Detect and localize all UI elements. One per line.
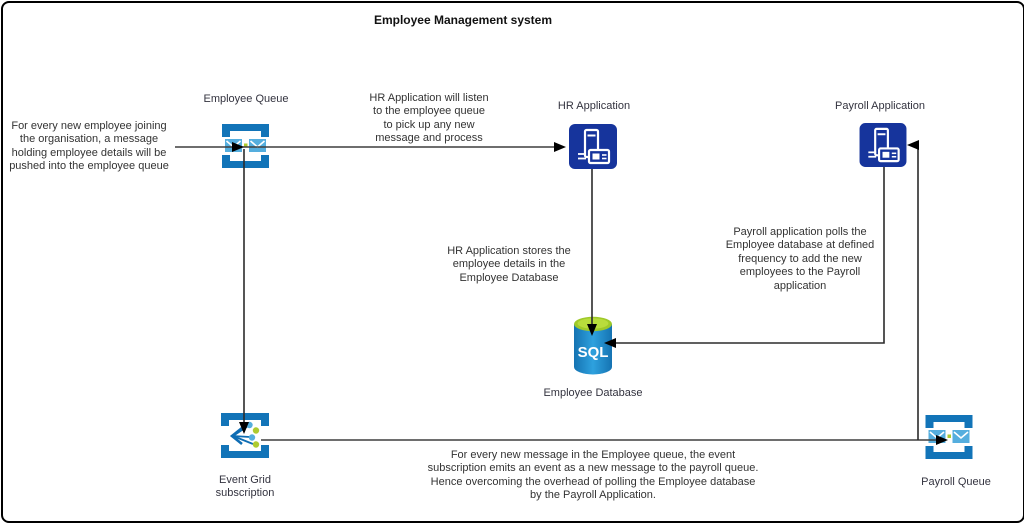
- diagram-title: Employee Management system: [373, 13, 553, 27]
- hr-application-label: HR Application: [557, 100, 631, 112]
- queue-icon: [222, 124, 269, 168]
- employee-database-label: Employee Database: [543, 387, 643, 399]
- application-icon: [569, 124, 617, 169]
- annotation-new-employee: For every new employee joining the organ…: [9, 120, 169, 173]
- annotation-hr-stores: HR Application stores the employee detai…: [447, 245, 571, 284]
- payroll-application-label: Payroll Application: [835, 100, 925, 112]
- payroll-queue-label: Payroll Queue: [921, 476, 991, 488]
- employee-database-node[interactable]: SQL: [572, 316, 614, 376]
- event-grid-subscription-label: Event Grid subscription: [215, 474, 275, 499]
- annotation-event-emit: For every new message in the Employee qu…: [427, 449, 759, 502]
- payroll-application-node[interactable]: [859, 123, 907, 167]
- annotation-payroll-polls: Payroll application polls the Employee d…: [725, 226, 875, 292]
- edge-employee-queue-to-event-grid: [239, 149, 249, 434]
- payroll-queue-node[interactable]: [925, 413, 973, 461]
- event-grid-icon: [221, 413, 269, 458]
- sql-database-icon: SQL: [574, 316, 612, 375]
- annotation-hr-listen: HR Application will listen to the employ…: [369, 92, 489, 145]
- edge-payroll-queue-branch-to-payroll-application: [907, 140, 919, 440]
- application-icon: [859, 123, 907, 167]
- sql-badge-text: SQL: [578, 344, 609, 361]
- edge-event-grid-to-payroll-queue: [261, 435, 948, 445]
- hr-application-node[interactable]: [569, 124, 617, 169]
- employee-queue-label: Employee Queue: [203, 93, 289, 105]
- queue-icon: [925, 415, 973, 459]
- employee-queue-node[interactable]: [222, 122, 269, 170]
- event-grid-subscription-node[interactable]: [221, 410, 269, 461]
